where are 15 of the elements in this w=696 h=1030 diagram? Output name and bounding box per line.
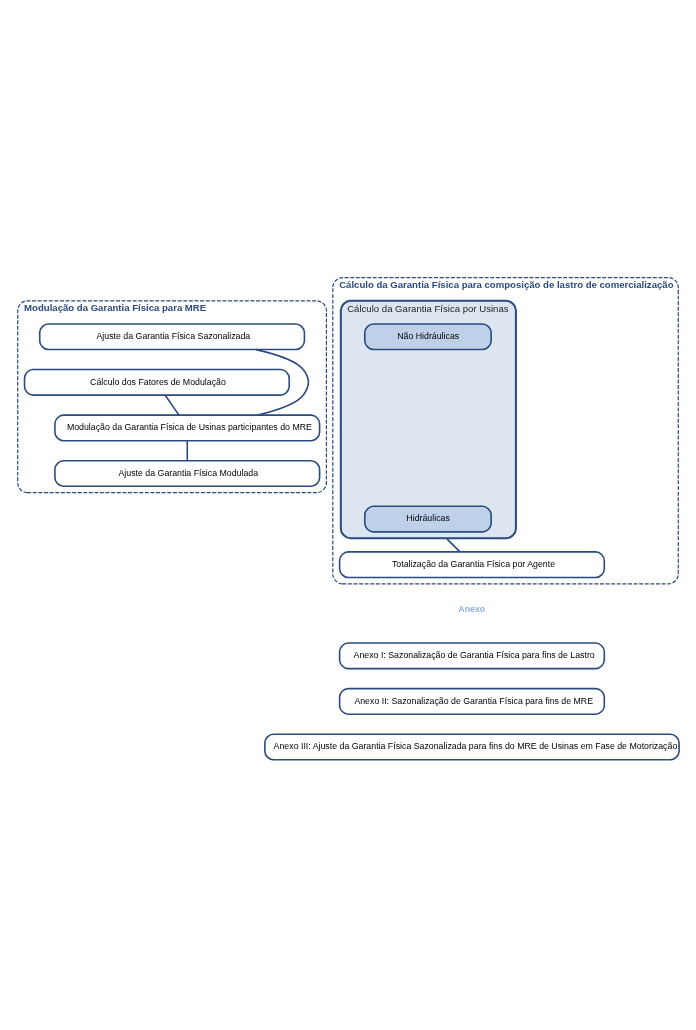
node-box: Não Hidráulicas [364, 322, 492, 350]
node-box: Anexo I: Sazonalização de Garantia Física para fins de Lastro [338, 641, 606, 669]
node-box: Ajuste da Garantia Física Modulada [54, 459, 321, 487]
node-box: Ajuste da Garantia Física Sazonalizada [38, 322, 306, 350]
node-box: Modulação da Garantia Física de Usinas participantes do MRE [54, 413, 321, 442]
connector [255, 348, 310, 416]
connector [164, 393, 180, 416]
connector [186, 439, 189, 461]
node-box: Hidráulicas [364, 505, 492, 533]
node-box: Totalização da Garantia Física por Agente [338, 550, 606, 578]
label: Anexo [458, 603, 486, 614]
connector [445, 537, 461, 553]
node-box: Anexo II: Sazonalização de Garantia Física para fins de MRE [338, 687, 606, 715]
node-box: Anexo III: Ajuste da Garantia Física Sazonalizada para fins do MRE de Usinas em Fase de Motorização [264, 732, 680, 761]
node-box: Cálculo dos Fatores de Modulação [23, 368, 291, 396]
